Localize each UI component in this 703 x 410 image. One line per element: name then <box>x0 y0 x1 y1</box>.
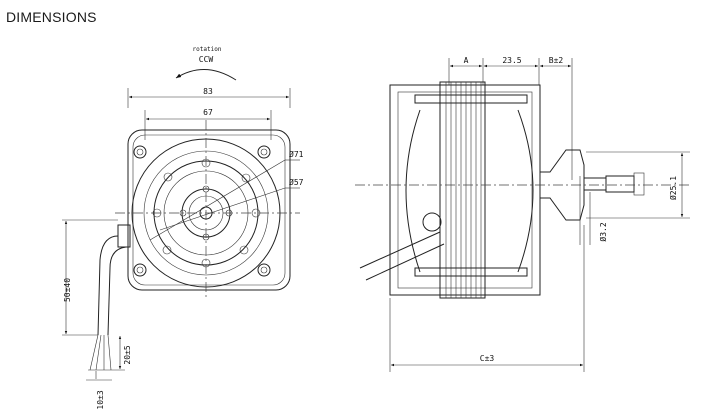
dim-tip-length: 10±3 <box>96 390 105 409</box>
dim-d57: Ø57 <box>289 177 304 187</box>
side-view: A 23.5 B±2 <box>355 56 690 372</box>
page-title: DIMENSIONS <box>6 9 97 25</box>
rotation-arrow <box>175 69 237 81</box>
dim-strip-length: 20±5 <box>123 345 132 364</box>
dim-a: A <box>464 56 469 65</box>
dim-23-5: 23.5 <box>502 56 521 65</box>
motor-frame-front <box>127 129 291 291</box>
rotation-label: rotation <box>193 46 222 53</box>
shaft-hub <box>539 149 585 221</box>
shaft <box>605 175 635 193</box>
lead-wire <box>97 235 127 336</box>
dim-c: C±3 <box>480 354 495 363</box>
dim-width-83: 83 <box>203 87 213 96</box>
motor-frame-side <box>389 84 541 296</box>
dim-b: B±2 <box>549 56 564 65</box>
dim-holes-67: 67 <box>203 108 213 117</box>
dim-lead-length: 50±40 <box>63 278 72 302</box>
dim-d71: Ø71 <box>289 149 304 159</box>
mounting-holes <box>133 145 271 277</box>
stator-stack <box>439 81 486 299</box>
wire-grommet-side <box>422 212 442 232</box>
front-view: rotation CCW 83 67 <box>62 46 304 410</box>
dim-shaft-diameter: Ø3.2 <box>598 222 608 241</box>
dim-hub-diameter: Ø25.1 <box>668 176 678 200</box>
rotation-direction: CCW <box>199 55 214 64</box>
